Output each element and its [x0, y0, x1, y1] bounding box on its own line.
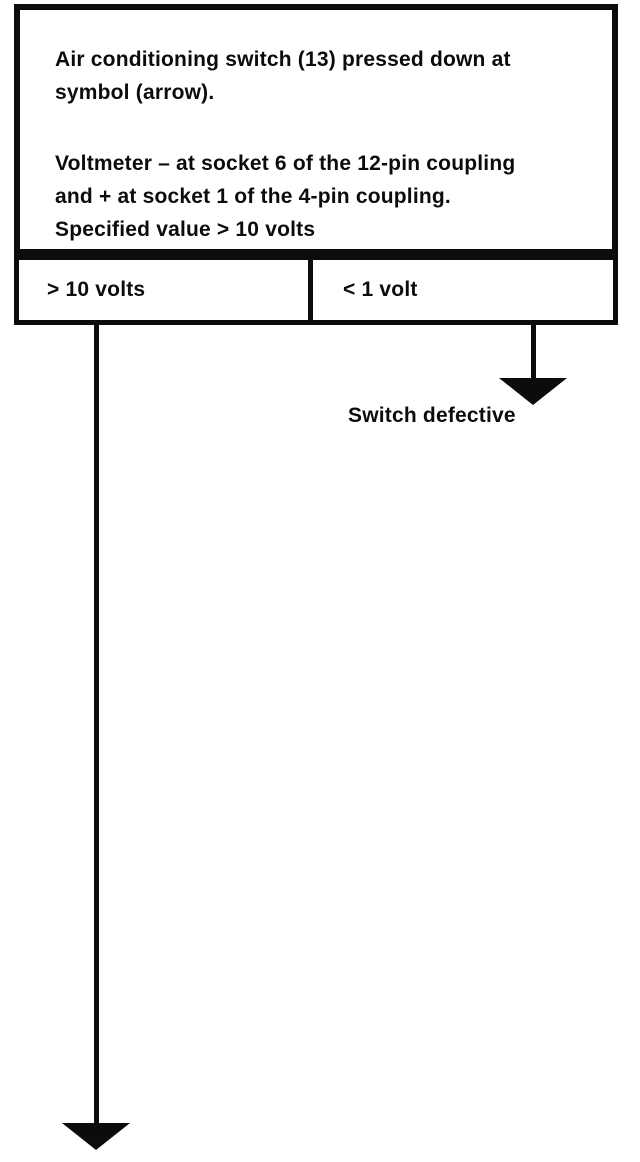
result-left-label: > 10 volts: [47, 278, 146, 301]
results-row: > 10 volts < 1 volt: [14, 255, 618, 325]
outcome-label: Switch defective: [348, 404, 516, 427]
arrow-down-icon: [62, 1123, 130, 1150]
instruction-paragraph-1: Air conditioning switch (13) pressed dow…: [55, 43, 586, 109]
instruction-line: Voltmeter – at socket 6 of the 12-pin co…: [55, 152, 516, 175]
branch-line-right: [531, 325, 536, 378]
result-cell-left: > 10 volts: [19, 260, 313, 320]
instruction-line: Air conditioning switch (13) pressed dow…: [55, 48, 511, 71]
instruction-paragraph-2: Voltmeter – at socket 6 of the 12-pin co…: [55, 147, 586, 246]
instruction-line: symbol (arrow).: [55, 81, 215, 104]
result-cell-right: < 1 volt: [313, 260, 613, 320]
branch-line-left: [94, 325, 99, 1123]
instruction-box: Air conditioning switch (13) pressed dow…: [14, 4, 618, 255]
result-right-label: < 1 volt: [343, 278, 418, 301]
arrow-down-icon: [499, 378, 567, 405]
instruction-line: Specified value > 10 volts: [55, 218, 316, 241]
instruction-line: and + at socket 1 of the 4-pin coupling.: [55, 185, 451, 208]
